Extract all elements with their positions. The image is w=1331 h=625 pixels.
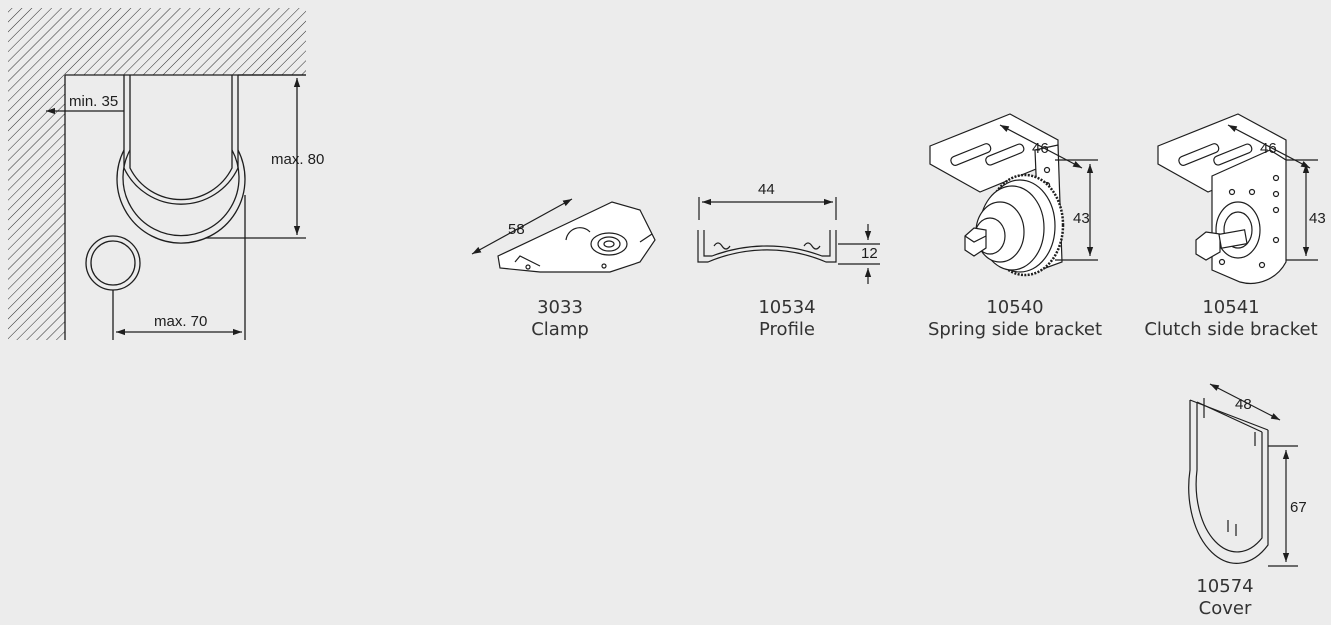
part-name: Spring side bracket (927, 319, 1103, 340)
part-caption-clutch-side-bracket: 10541 Clutch side bracket (1133, 297, 1329, 341)
cover-drawing (1188, 383, 1298, 567)
profile-dim-44: 44 (758, 181, 775, 198)
spring-bracket-dim-43: 43 (1073, 210, 1090, 227)
spring-bracket-drawing (929, 113, 1098, 277)
part-caption-clamp: 3033 Clamp (510, 297, 610, 341)
part-name: Clamp (531, 319, 589, 340)
clamp-drawing (471, 198, 656, 273)
label-min-35: min. 35 (69, 93, 118, 110)
spring-bracket-dim-46: 46 (1032, 140, 1049, 157)
part-name: Profile (759, 319, 815, 340)
part-number: 10534 (758, 297, 816, 318)
label-max-80: max. 80 (271, 151, 324, 168)
profile-dim-12: 12 (861, 245, 878, 262)
label-max-70: max. 70 (154, 313, 207, 330)
wall-hatching (8, 8, 306, 340)
roller-tube (116, 149, 246, 244)
cover-dim-67: 67 (1290, 499, 1307, 516)
bottom-bar (85, 235, 141, 291)
section-diagram (8, 8, 306, 340)
cover-dim-48: 48 (1235, 396, 1252, 413)
part-name: Clutch side bracket (1144, 319, 1318, 340)
clutch-bracket-dim-43: 43 (1309, 210, 1326, 227)
cover-outline (123, 75, 239, 205)
part-caption-cover: 10574 Cover (1175, 576, 1275, 620)
part-caption-profile: 10534 Profile (737, 297, 837, 341)
part-number: 10541 (1202, 297, 1260, 318)
clamp-dim-58: 58 (508, 221, 525, 238)
part-caption-spring-side-bracket: 10540 Spring side bracket (915, 297, 1115, 341)
part-number: 10574 (1196, 576, 1254, 597)
part-number: 10540 (986, 297, 1044, 318)
profile-drawing (697, 197, 880, 284)
part-number: 3033 (537, 297, 583, 318)
clutch-bracket-dim-46: 46 (1260, 140, 1277, 157)
clutch-bracket-drawing (1157, 113, 1318, 285)
part-name: Cover (1198, 598, 1252, 619)
